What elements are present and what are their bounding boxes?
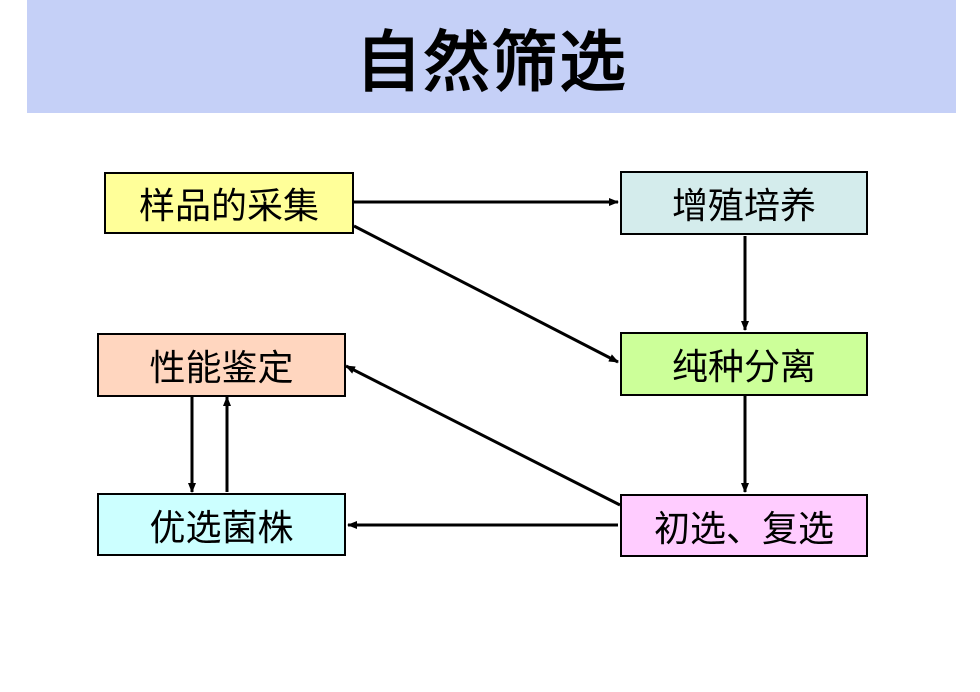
node-superior-strain: 优选菌株 bbox=[97, 493, 346, 556]
arrow-screen-to-identify bbox=[345, 364, 621, 507]
node-primary-secondary-screening: 初选、复选 bbox=[620, 494, 868, 557]
arrow-sample-to-pure bbox=[353, 224, 619, 364]
node-enrichment-culture: 增殖培养 bbox=[620, 171, 868, 235]
node-superior-strain-label: 优选菌株 bbox=[149, 507, 294, 549]
node-primary-secondary-screening-label: 初选、复选 bbox=[653, 508, 834, 550]
node-pure-isolation-label: 纯种分离 bbox=[671, 347, 816, 388]
node-performance-identification-label: 性能鉴定 bbox=[149, 348, 294, 389]
node-pure-isolation: 纯种分离 bbox=[620, 332, 868, 396]
node-performance-identification: 性能鉴定 bbox=[97, 333, 346, 397]
node-enrichment-culture-label: 增殖培养 bbox=[671, 186, 816, 227]
node-sample-collection-label: 样品的采集 bbox=[138, 186, 319, 227]
slide-title: 自然筛选 bbox=[355, 23, 628, 101]
node-sample-collection: 样品的采集 bbox=[104, 172, 354, 234]
title-bar: 自然筛选 bbox=[27, 0, 956, 113]
